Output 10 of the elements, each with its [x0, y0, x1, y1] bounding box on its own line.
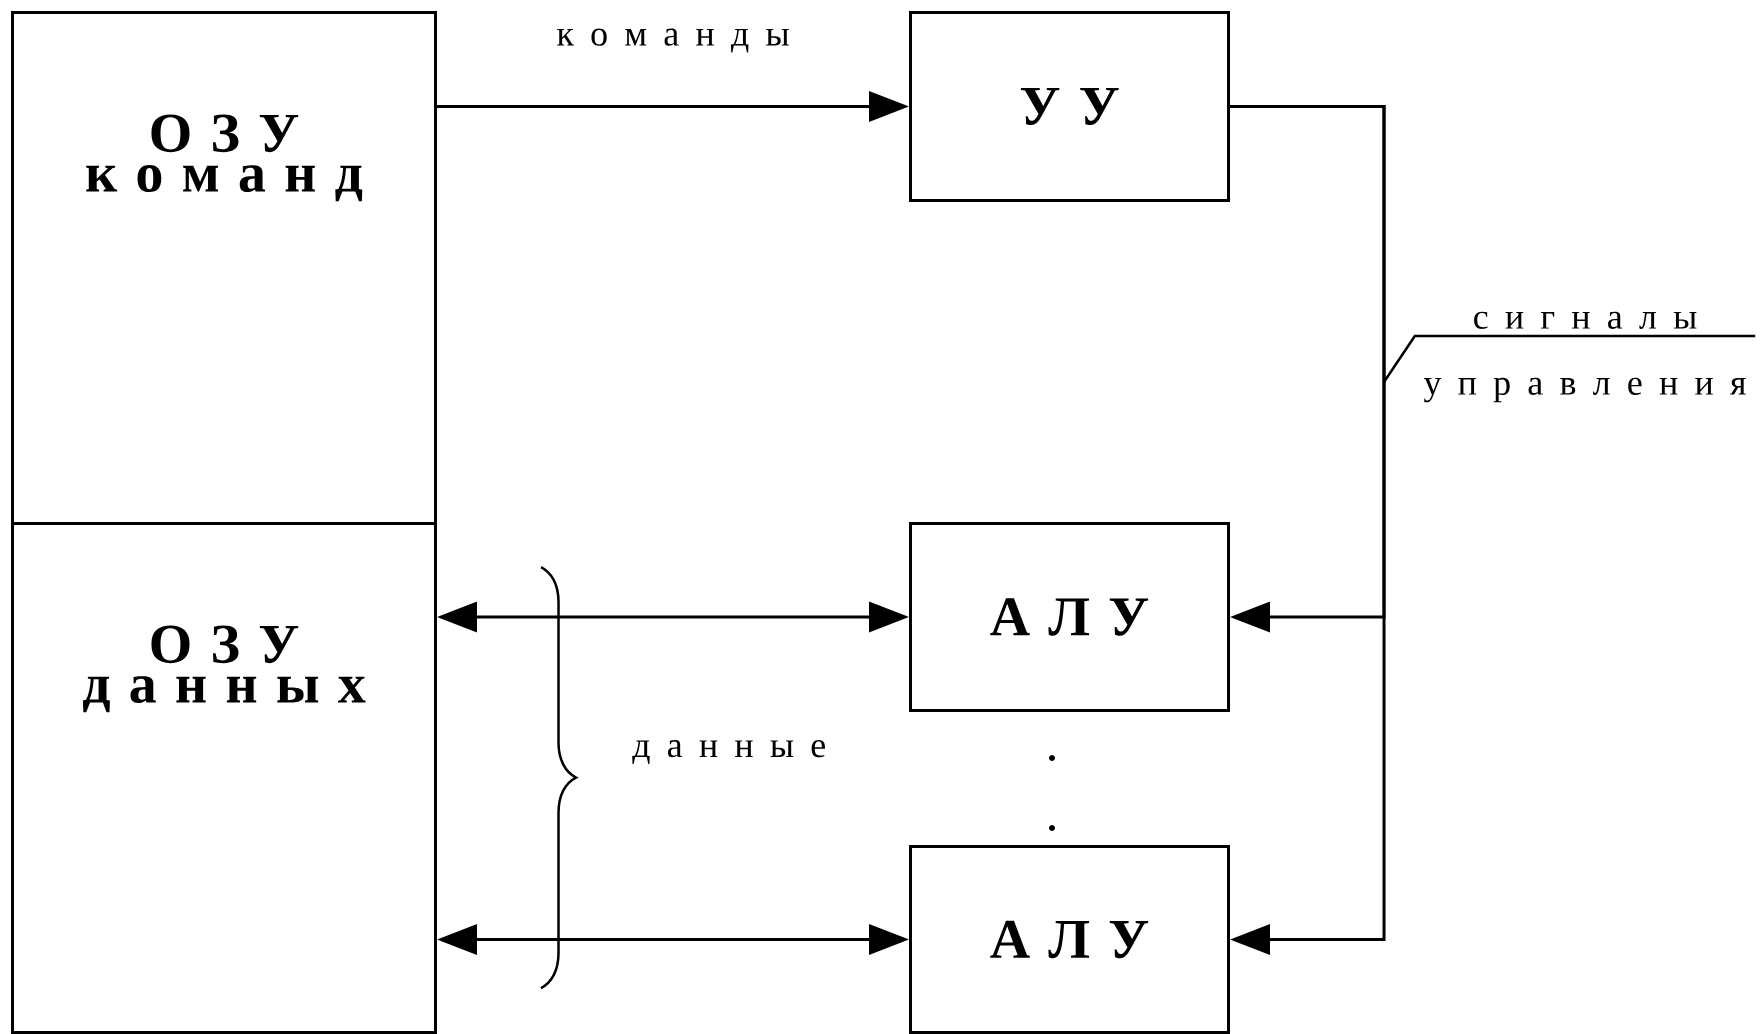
- data-label: д а н н ы е: [632, 740, 825, 764]
- edge-label: к о м а н д ы: [554, 26, 792, 55]
- memory-box: О З У д а н н ы х: [11, 522, 437, 1034]
- unit-box: У У: [909, 11, 1230, 202]
- unit-box: А Л У: [909, 845, 1230, 1034]
- unit-box: А Л У: [909, 522, 1230, 712]
- control-arrow: [1230, 105, 1386, 955]
- signal-label: с и г н а л ы у п р а в л е н и я: [1423, 311, 1746, 403]
- leader-line: [1383, 334, 1756, 383]
- memory-box: О З У к о м а н д: [11, 11, 437, 525]
